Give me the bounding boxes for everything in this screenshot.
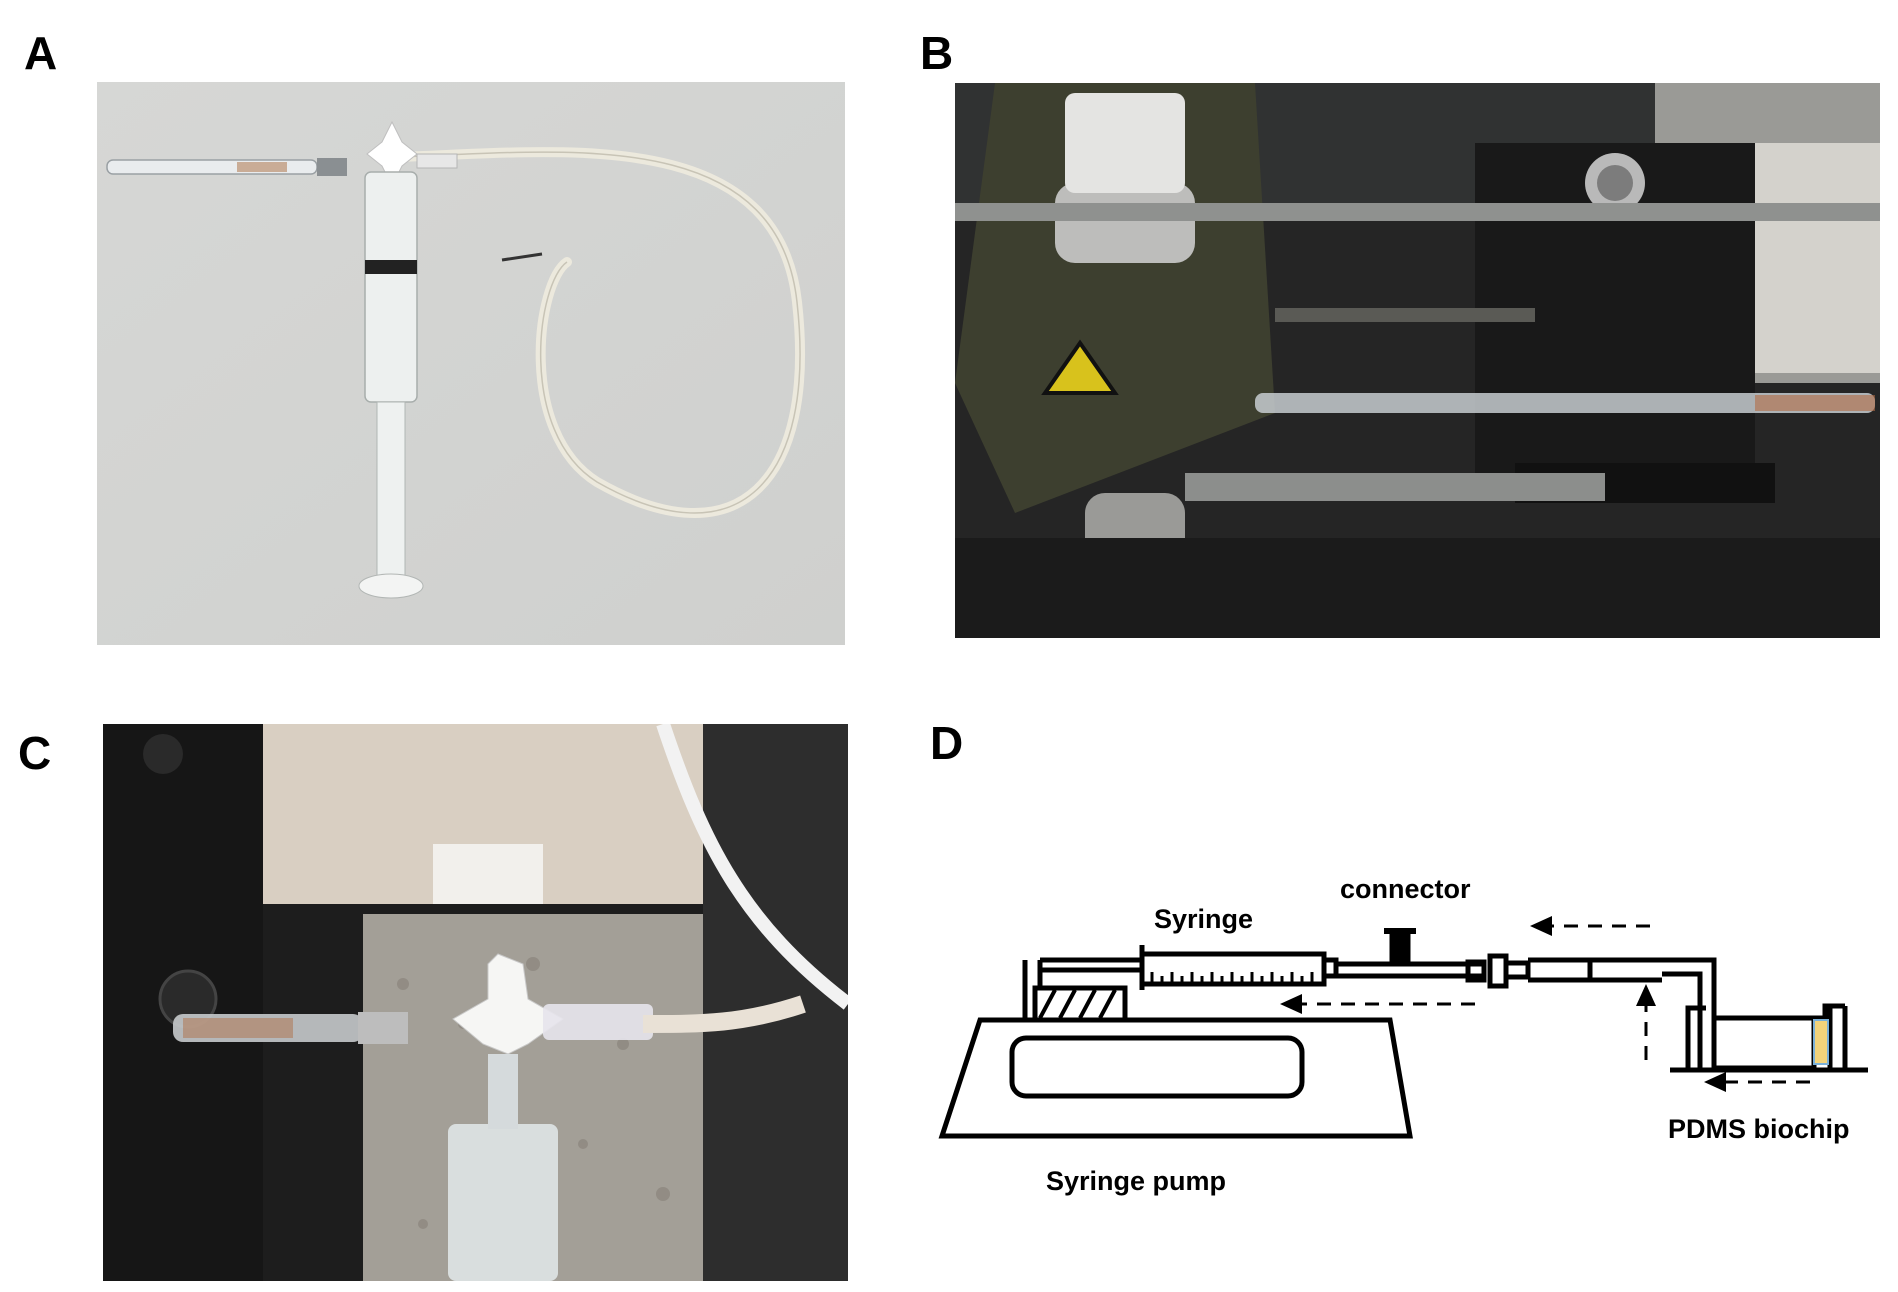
setup-schematic: Syringe connector Syringe pump PDMS bioc… xyxy=(938,874,1868,1196)
pump-display xyxy=(1009,1035,1305,1099)
pump-body xyxy=(938,1017,1413,1139)
biochip-reservoir xyxy=(1813,1019,1829,1065)
panel-label-c: C xyxy=(18,727,52,779)
label-syringe-pump: Syringe pump xyxy=(1046,1166,1226,1196)
photo-syringe-pump xyxy=(955,83,1880,638)
panel-label-d: D xyxy=(930,717,964,769)
biochip-chamber xyxy=(1711,1015,1817,1071)
label-syringe: Syringe xyxy=(1154,904,1253,934)
label-connector: connector xyxy=(1340,874,1471,904)
syringe-holder xyxy=(1032,985,1128,1023)
biochip-left-wall xyxy=(1685,1005,1706,1070)
panel-label-a: A xyxy=(24,27,58,79)
panel-label-b: B xyxy=(920,27,954,79)
photo-syringe-setup xyxy=(97,82,845,645)
label-pdms-biochip: PDMS biochip xyxy=(1668,1114,1850,1144)
photo-connector xyxy=(103,724,848,1281)
